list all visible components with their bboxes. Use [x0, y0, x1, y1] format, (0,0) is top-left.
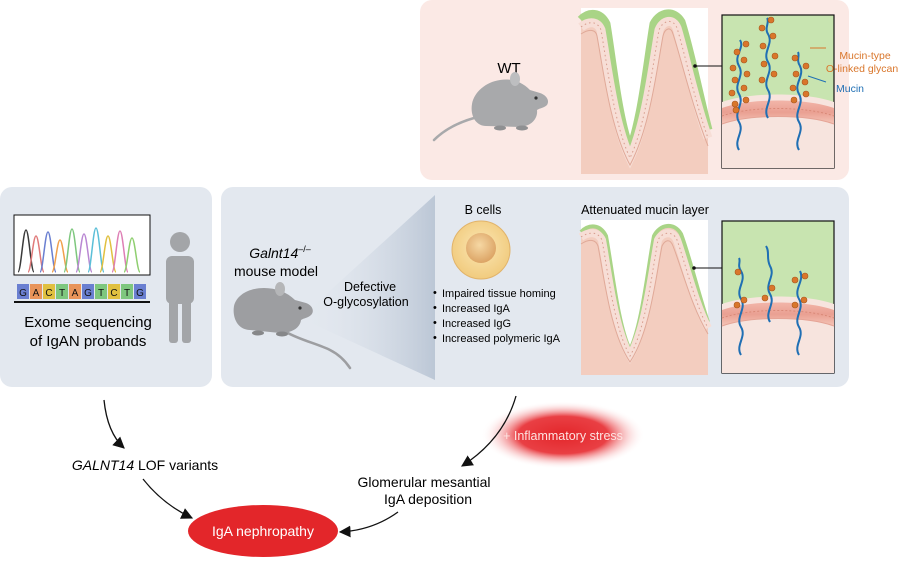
- defect-line2: O-glycosylation: [323, 295, 408, 309]
- finding-4: Increased polymeric IgA: [442, 333, 561, 345]
- mucin-layer-title: Attenuated mucin layer: [581, 203, 709, 217]
- chromatogram: [13, 214, 151, 276]
- base-10: G: [136, 288, 144, 299]
- arrow-deposition-to-nephropathy: [338, 511, 399, 538]
- base-9: T: [124, 288, 130, 299]
- base-4: T: [59, 288, 65, 299]
- knockout-mucin-detail: [721, 220, 835, 374]
- bcells-findings: • Impaired tissue homing • Increased IgA…: [433, 287, 561, 345]
- base-5: A: [72, 288, 79, 299]
- finding-2: Increased IgA: [442, 303, 511, 315]
- wt-mouse-icon: [432, 72, 549, 142]
- base-8: C: [110, 288, 117, 299]
- mouse-model-suffix: mouse model: [234, 263, 318, 279]
- legend-glycan-line2: O-linked glycan: [826, 63, 899, 75]
- defect-cone: [300, 195, 435, 380]
- finding-bullet-4: •: [433, 332, 437, 344]
- b-cell-illustration: [451, 220, 511, 280]
- wt-villi-illustration: [577, 8, 722, 174]
- legend-mucin: Mucin: [836, 83, 864, 95]
- deposition-line2: IgA deposition: [384, 491, 472, 507]
- inflammatory-stress-label: + Inflammatory stress: [503, 429, 623, 443]
- arrow-to-variants: [103, 399, 125, 449]
- defect-line1: Defective: [344, 280, 396, 294]
- base-7: T: [98, 288, 104, 299]
- deposition-line1: Glomerular mesantial: [357, 474, 490, 490]
- knockout-mouse-icon: [233, 282, 352, 370]
- human-caption-line2: of IgAN probands: [30, 333, 147, 350]
- outcome-label: IgA nephropathy: [212, 523, 314, 539]
- legend-glycan-line1: Mucin-type: [839, 50, 891, 62]
- finding-bullet-3: •: [433, 317, 437, 329]
- finding-3: Increased IgG: [442, 318, 511, 330]
- base-2: A: [33, 288, 40, 299]
- finding-bullet-1: •: [433, 287, 437, 299]
- arrow-variants-to-nephropathy: [142, 478, 194, 519]
- base-3: C: [45, 288, 52, 299]
- bcells-title: B cells: [465, 203, 502, 217]
- base-1: G: [19, 288, 27, 299]
- human-caption-line1: Exome sequencing: [24, 314, 152, 331]
- arrow-to-deposition: [461, 395, 517, 467]
- wt-mucin-detail: [721, 14, 835, 169]
- base-6: G: [84, 288, 92, 299]
- knockout-villi-illustration: [578, 220, 722, 375]
- inflammatory-stress-glow: [481, 401, 645, 469]
- finding-bullet-2: •: [433, 302, 437, 314]
- outcome-node: [188, 505, 338, 557]
- variants-label: GALNT14 LOF variants: [72, 457, 218, 473]
- person-icon: [166, 232, 194, 343]
- sequence-tiles: G A C T A G T C T G: [14, 284, 150, 303]
- mouse-model-label: Galnt14–/–: [249, 244, 311, 261]
- finding-1: Impaired tissue homing: [442, 288, 556, 300]
